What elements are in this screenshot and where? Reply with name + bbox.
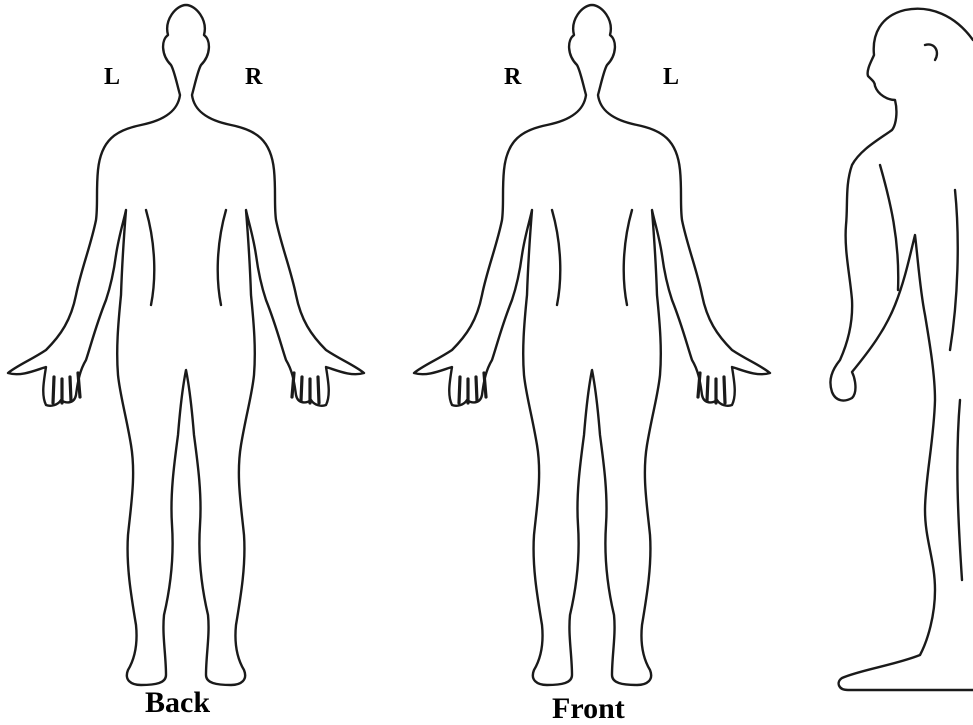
front-body-outline (414, 5, 770, 685)
back-right-side-label: R (245, 64, 263, 90)
front-left-side-label: R (504, 64, 522, 90)
side-ear (925, 44, 937, 60)
front-view (414, 5, 770, 685)
side-arm-line (880, 165, 898, 290)
side-body-outline (830, 9, 973, 690)
front-right-side-label: L (663, 64, 679, 90)
side-view (830, 9, 973, 690)
side-hip-line (950, 190, 958, 350)
front-view-caption: Front (552, 692, 625, 725)
back-view-caption: Back (145, 686, 210, 719)
back-view (8, 5, 364, 685)
side-leg-line (957, 400, 962, 580)
back-body-outline (8, 5, 364, 685)
back-left-side-label: L (104, 64, 120, 90)
